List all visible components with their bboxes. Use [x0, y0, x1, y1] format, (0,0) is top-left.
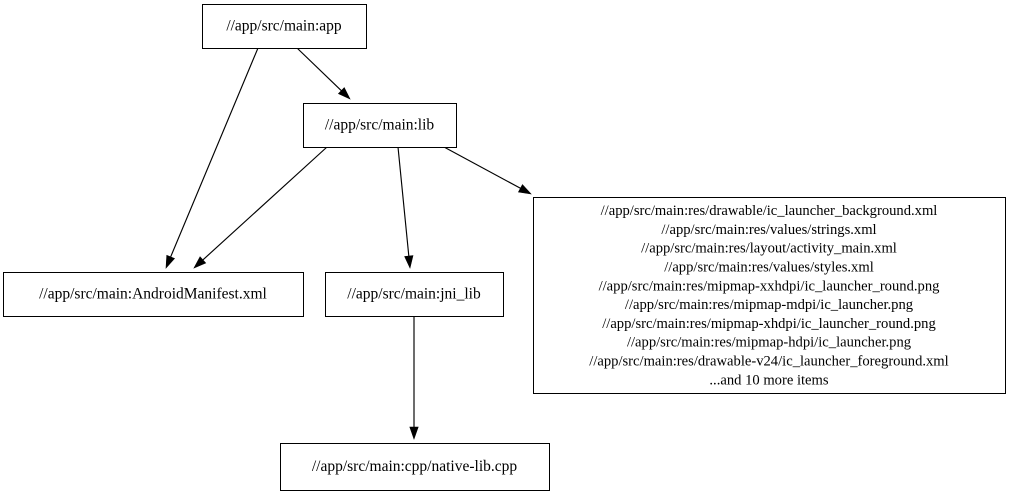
graph-edge [443, 146, 532, 195]
graph-edge [296, 47, 351, 100]
node-label-line: //app/src/main:res/mipmap-xxhdpi/ic_laun… [599, 278, 941, 294]
edges-layer [165, 47, 532, 440]
node-label-line: //app/src/main:res/mipmap-xhdpi/ic_launc… [602, 316, 936, 332]
graph-node-res_group[interactable]: //app/src/main:res/drawable/ic_launcher_… [532, 196, 1007, 395]
graph-edge [193, 146, 328, 269]
node-label-line: //app/src/main:res/values/strings.xml [661, 222, 876, 238]
graph-edge [165, 47, 259, 269]
node-label-line: //app/src/main:res/drawable/ic_launcher_… [601, 203, 938, 219]
graph-edge [397, 146, 414, 269]
node-label: //app/src/main:AndroidManifest.xml [39, 286, 267, 303]
graph-edge [409, 317, 419, 440]
graph-node-manifest[interactable]: //app/src/main:AndroidManifest.xml [2, 271, 305, 318]
graph-node-lib[interactable]: //app/src/main:lib [302, 102, 458, 149]
node-label-line: //app/src/main:res/layout/activity_main.… [641, 241, 897, 257]
node-label-line: //app/src/main:res/values/styles.xml [664, 260, 874, 276]
node-label: //app/src/main:jni_lib [347, 286, 481, 303]
node-label-line: ...and 10 more items [709, 372, 828, 388]
node-label: //app/src/main:cpp/native-lib.cpp [312, 458, 518, 475]
node-label-line: //app/src/main:res/mipmap-hdpi/ic_launch… [627, 335, 912, 351]
node-label: //app/src/main:app [226, 18, 342, 35]
graph-node-app[interactable]: //app/src/main:app [201, 3, 368, 50]
nodes-layer: //app/src/main:app //app/src/main:lib //ap… [2, 3, 1007, 492]
graph-node-native_lib[interactable]: //app/src/main:cpp/native-lib.cpp [279, 442, 551, 492]
graph-node-jni_lib[interactable]: //app/src/main:jni_lib [324, 271, 505, 318]
node-label-line: //app/src/main:res/mipmap-mdpi/ic_launch… [625, 297, 914, 313]
node-label-line: //app/src/main:res/drawable-v24/ic_launc… [589, 354, 948, 370]
node-label: //app/src/main:lib [325, 117, 435, 134]
